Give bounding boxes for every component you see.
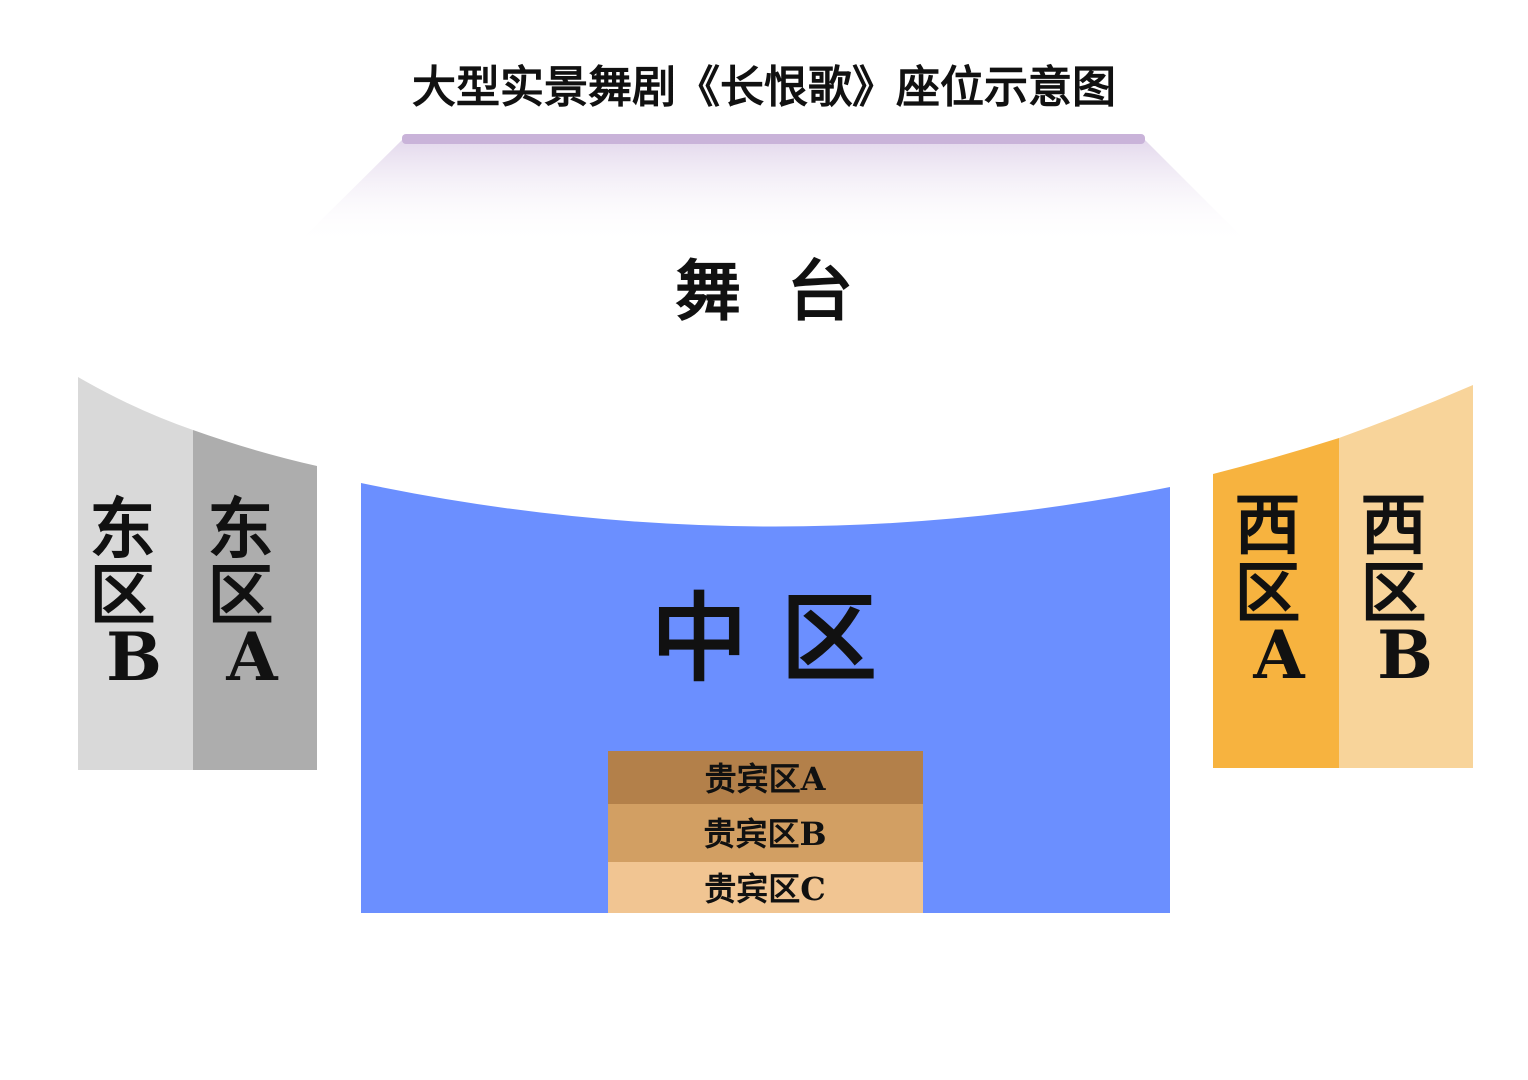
zone-west-b[interactable]	[1339, 385, 1473, 768]
stage-label: 舞 台	[675, 252, 853, 330]
vip-zone-a-label: 贵宾区A	[705, 760, 827, 798]
vip-zone-b-label: 贵宾区B	[703, 815, 826, 853]
vip-zone-c-label: 贵宾区C	[704, 870, 825, 908]
zone-west-a-label: 西 区 A	[1235, 486, 1324, 694]
zone-west-a[interactable]	[1213, 438, 1339, 768]
zone-center-label: 中 区	[651, 582, 876, 695]
stage-bar	[402, 134, 1145, 144]
vip-zone-b[interactable]	[608, 804, 923, 862]
zone-east-b[interactable]	[78, 377, 193, 770]
vip-zone-a[interactable]	[608, 751, 923, 804]
zone-east-a[interactable]	[193, 430, 317, 770]
diagram-title: 大型实景舞剧《长恨歌》座位示意图	[412, 62, 1116, 113]
zone-center[interactable]	[361, 483, 1170, 913]
vip-zone-c[interactable]	[608, 862, 923, 913]
zone-east-a-label: 东 区 A	[208, 490, 297, 696]
stage-glow	[296, 140, 1250, 245]
zone-east-b-label: 东 区 B	[90, 490, 179, 696]
zone-west-b-label: 西 区 B	[1361, 486, 1450, 694]
